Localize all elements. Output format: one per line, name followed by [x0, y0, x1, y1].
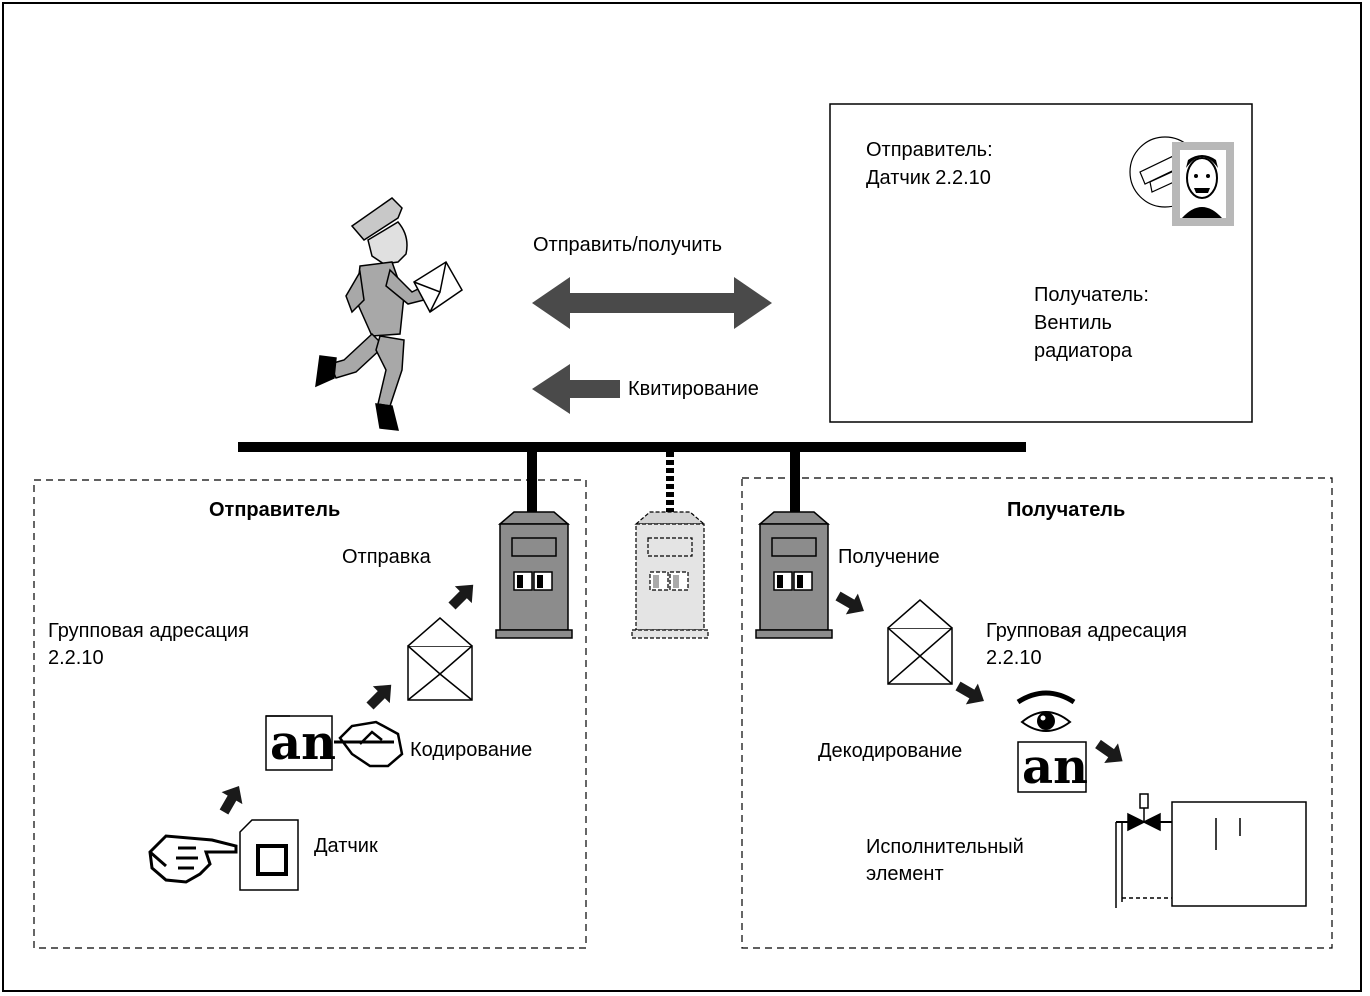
sender-title: Отправитель [209, 499, 341, 521]
receive-label: Получение [838, 546, 940, 568]
envelope-sender-value: Датчик 2.2.10 [866, 167, 991, 189]
ack-label: Квитирование [628, 378, 759, 400]
chain-arrow-icon [443, 576, 482, 615]
receiver-group-address-2: 2.2.10 [986, 647, 1042, 669]
actuator-label-2: элемент [866, 863, 944, 885]
pen-hand-icon [334, 720, 404, 768]
send-receive-arrow-icon [532, 277, 772, 329]
eye-icon [1016, 690, 1076, 732]
sensor-label: Датчик [314, 835, 378, 857]
encoding-card-text: an [270, 715, 336, 771]
sender-group-address-2: 2.2.10 [48, 647, 104, 669]
chain-arrow-icon [952, 675, 990, 712]
send-receive-label: Отправить/получить [533, 234, 723, 256]
pointing-hand-icon [148, 834, 238, 884]
receiver-box [741, 477, 1333, 949]
envelope-sender-label: Отправитель: [866, 139, 993, 161]
envelope-receiver-value-2: радиатора [1034, 340, 1133, 362]
decoding-card-text: an [1022, 739, 1088, 795]
radiator-valve-icon [1115, 793, 1307, 908]
chain-arrow-icon [1091, 734, 1130, 772]
sender-device-icon [495, 511, 573, 639]
chain-arrow-icon [832, 585, 870, 622]
envelope-icon [407, 617, 473, 701]
inactive-device-icon [631, 511, 709, 639]
envelope-icon [887, 599, 953, 685]
envelope-receiver-label: Получатель: [1034, 284, 1149, 306]
stamp-icon [1129, 136, 1234, 226]
sensor-icon [239, 819, 299, 891]
sender-group-address-1: Групповая адресация [48, 620, 249, 642]
postman-icon [315, 197, 463, 431]
chain-arrow-icon [361, 676, 400, 715]
receiver-device-icon [755, 511, 833, 639]
sender-box [33, 479, 587, 949]
receiver-title: Получатель [1007, 499, 1126, 521]
chain-arrow-icon [213, 780, 250, 818]
encoding-label: Кодирование [410, 739, 533, 761]
ack-arrow-icon [532, 364, 620, 414]
actuator-label-1: Исполнительный [866, 836, 1024, 858]
envelope-receiver-value-1: Вентиль [1034, 312, 1112, 334]
decoding-label: Декодирование [818, 740, 963, 762]
decoding-card-icon [1017, 741, 1087, 793]
receiver-group-address-1: Групповая адресация [986, 620, 1187, 642]
bus-line [238, 442, 1026, 452]
send-label: Отправка [342, 546, 431, 568]
encoding-card-icon [265, 715, 333, 771]
